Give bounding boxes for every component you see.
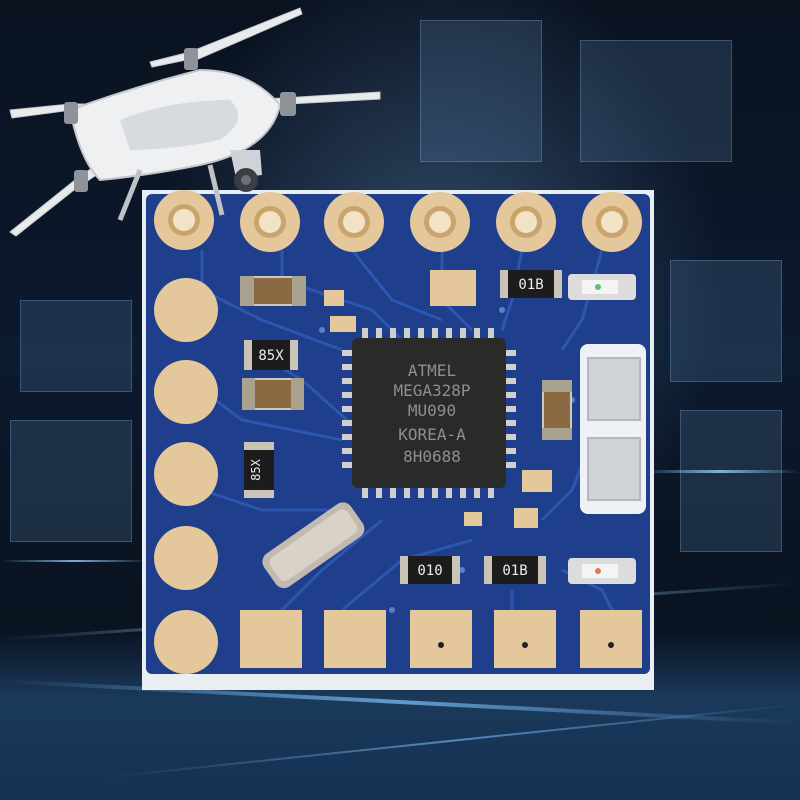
resistor-label: 010 [417, 563, 442, 579]
light-streak [640, 470, 800, 473]
drone-motors [64, 48, 296, 192]
header-pads-left [154, 278, 218, 674]
bg-panel [20, 300, 132, 392]
resistor-label: 85X [249, 458, 263, 480]
chip-marking-line4: KOREA-A [398, 425, 466, 444]
chip-pins [342, 328, 516, 498]
mcu-chip: ATMEL MEGA328P MU090 KOREA-A 8H0688 [342, 328, 516, 498]
resistor-label: 01B [502, 563, 527, 579]
chip-marking-line1: ATMEL [408, 361, 456, 380]
led-top [568, 274, 636, 300]
light-streak [0, 560, 150, 562]
resistor-bottom-mid: 010 [400, 556, 460, 584]
smd-pads [324, 270, 552, 528]
solder-jumper-area [580, 344, 646, 514]
capacitor-top-left [240, 276, 306, 306]
capacitor-right [542, 380, 572, 440]
resistor-bottom-right: 01B [484, 556, 546, 584]
bg-panel [680, 410, 782, 552]
drone-image [9, 7, 381, 237]
led-bottom [568, 558, 636, 584]
header-pads-bottom [240, 610, 642, 668]
resistor-label: 01B [518, 277, 543, 293]
pcb-drawing: 01B 85X 85X 010 01B [146, 190, 650, 674]
drone-body [68, 68, 282, 192]
header-pads-top [154, 190, 642, 252]
bg-panel [580, 40, 732, 162]
resistor-label: 85X [258, 348, 284, 364]
capacitor-left-2 [242, 378, 304, 410]
chip-marking-line5: 8H0688 [403, 447, 461, 466]
bg-panel [420, 20, 542, 162]
flight-controller-board: 01B 85X 85X 010 01B [142, 190, 654, 690]
drone-landing-gear [117, 164, 225, 221]
crystal-oscillator [262, 502, 365, 589]
bg-panel [670, 260, 782, 382]
chip-marking-line2: MEGA328P [393, 381, 470, 400]
chip-marking-line3: MU090 [408, 401, 456, 420]
resistor-top-right: 01B [500, 270, 562, 298]
resistor-left-1: 85X [244, 340, 298, 370]
bg-panel [10, 420, 132, 542]
resistor-left-2: 85X [244, 442, 274, 498]
